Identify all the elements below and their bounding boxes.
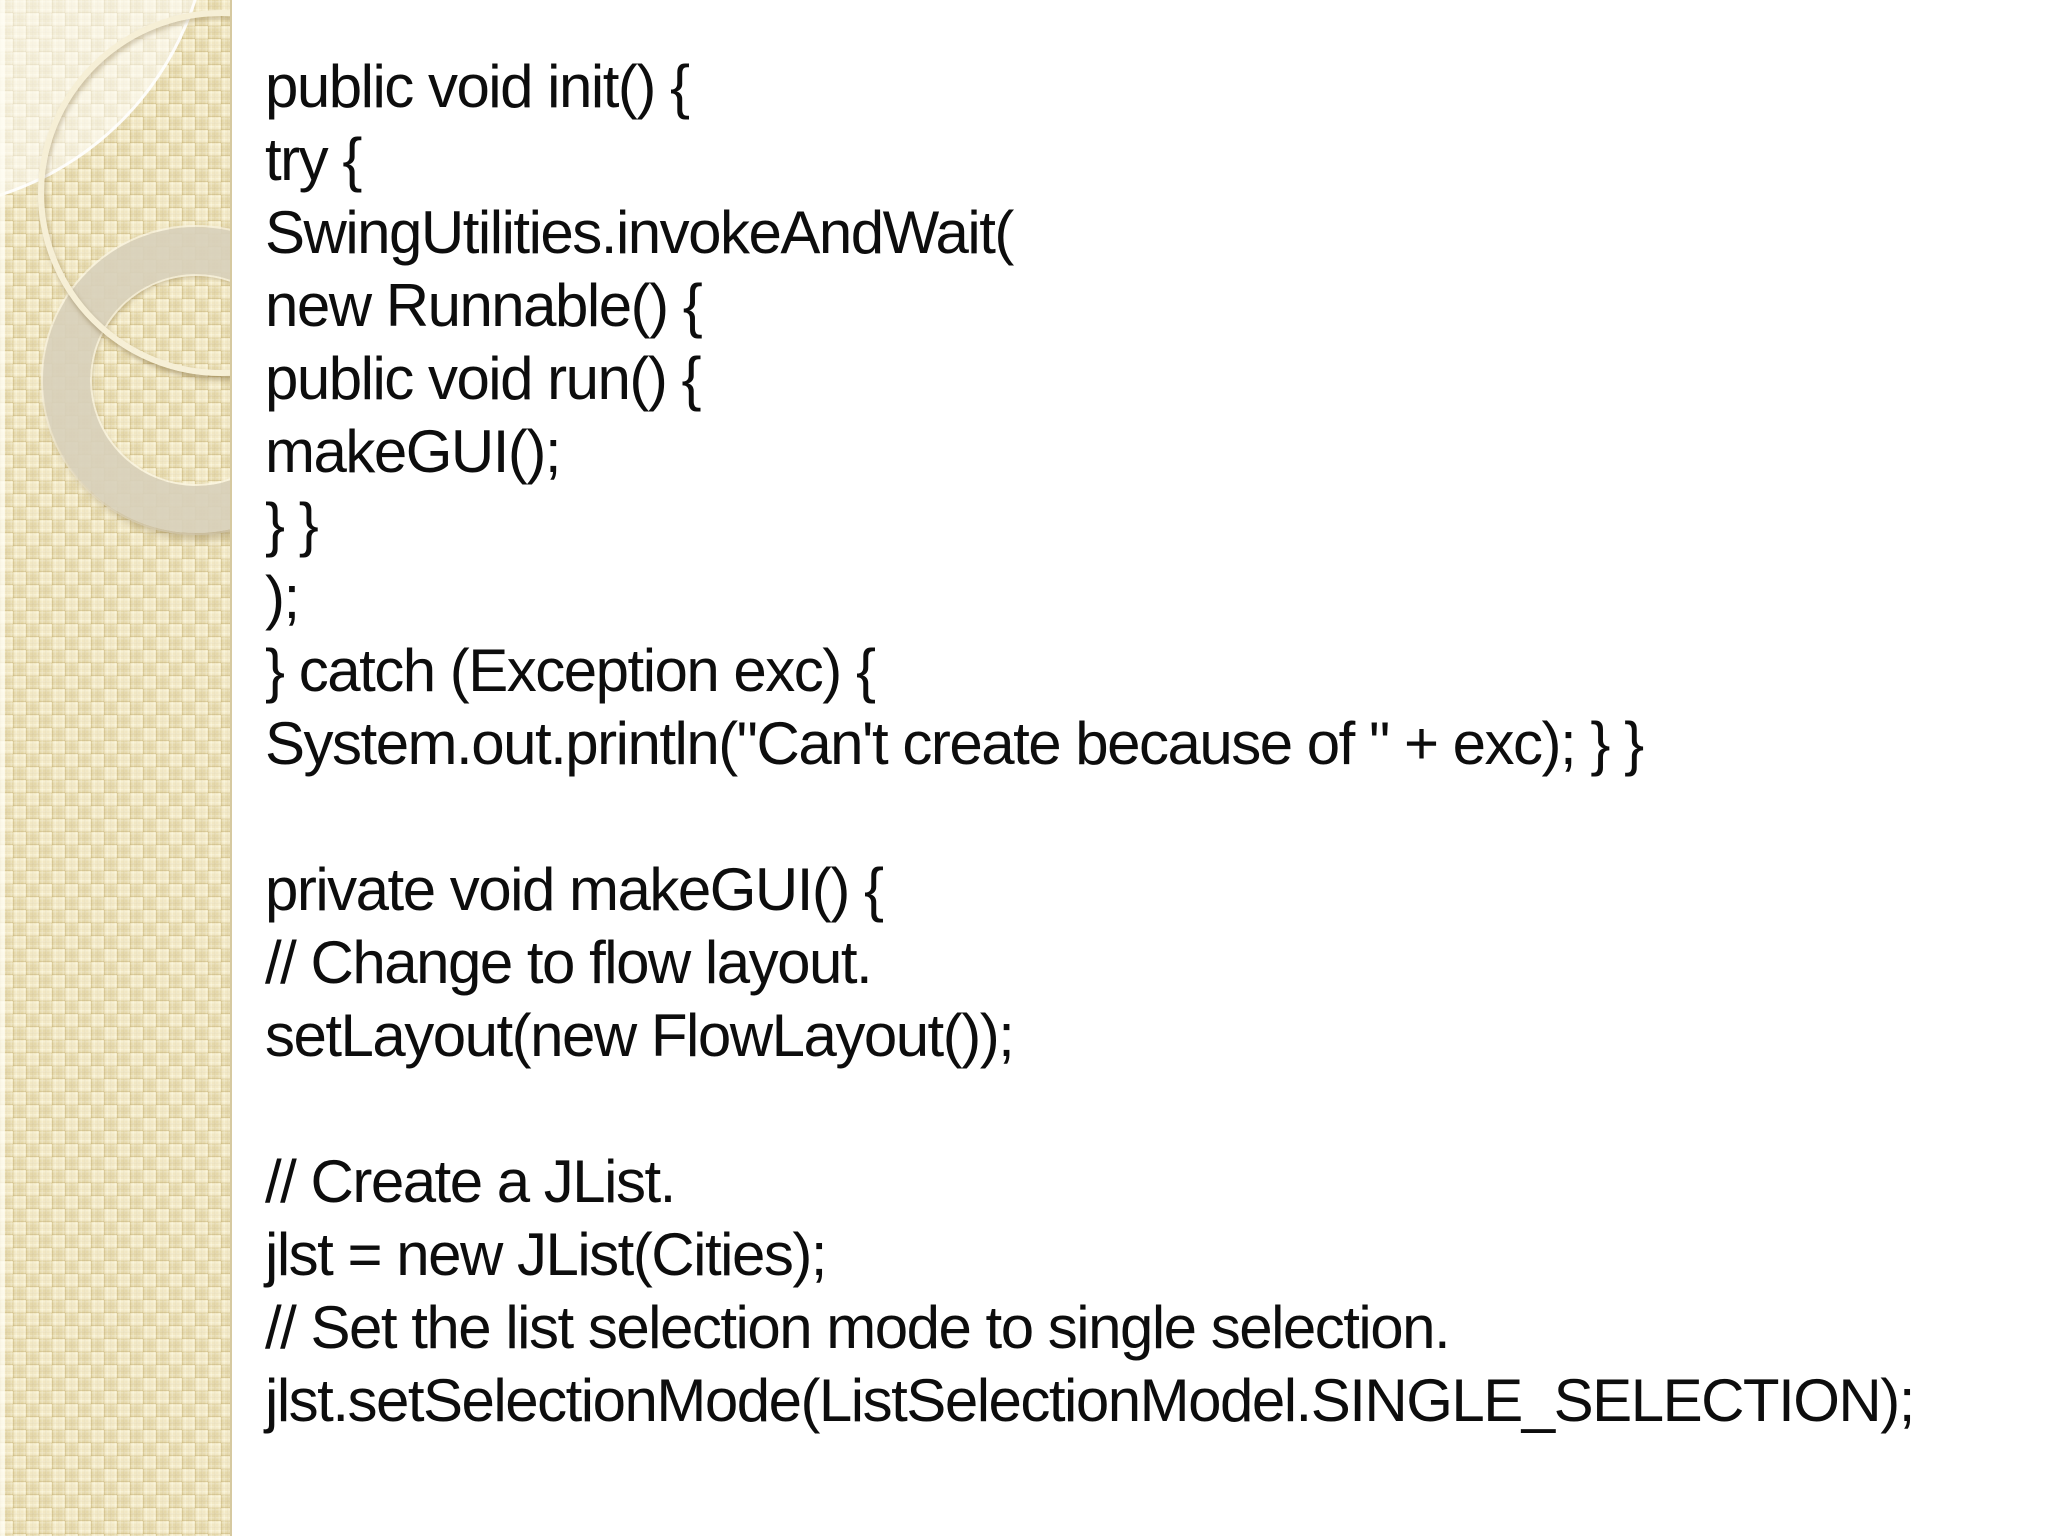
code-line: ); [265, 564, 300, 631]
sidebar-texture [0, 0, 232, 1536]
code-line: public void init() { [265, 53, 690, 120]
code-line: try { [265, 126, 362, 193]
code-line: } catch (Exception exc) { [265, 637, 876, 704]
code-line: jlst = new JList(Cities); [265, 1221, 827, 1288]
code-line: SwingUtilities.invokeAndWait( [265, 199, 1014, 266]
code-line: public void run() { [265, 345, 702, 412]
code-line: private void makeGUI() { [265, 856, 884, 923]
sidebar-left-edge [0, 0, 5, 1536]
code-line [265, 1072, 2028, 1145]
code-line [265, 780, 2028, 853]
code-line: new Runnable() { [265, 272, 703, 339]
code-line: } } [265, 491, 319, 558]
code-line: makeGUI(); [265, 418, 562, 485]
code-line: jlst.setSelectionMode(ListSelectionModel… [265, 1367, 1915, 1434]
code-line: // Set the list selection mode to single… [265, 1294, 1451, 1361]
code-line: setLayout(new FlowLayout()); [265, 1002, 1015, 1069]
code-area: public void init() { try { SwingUtilitie… [232, 0, 2048, 1536]
code-line: // Change to flow layout. [265, 929, 873, 996]
code-line: // Create a JList. [265, 1148, 676, 1215]
code-line: System.out.println("Can't create because… [265, 710, 1644, 777]
